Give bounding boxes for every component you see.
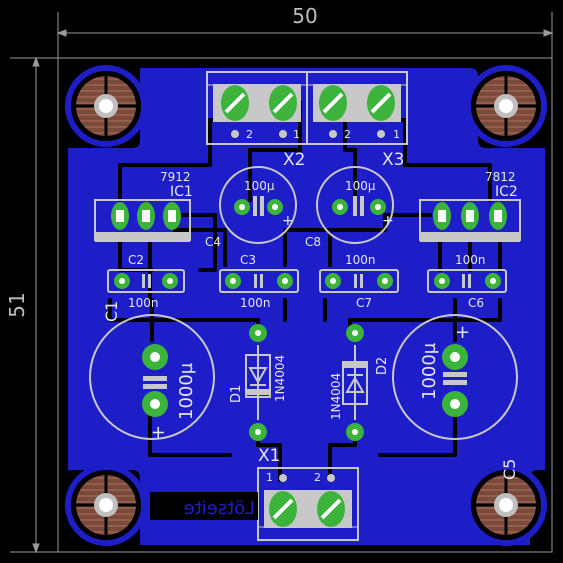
ic1-label: IC1 xyxy=(170,184,193,200)
c2-value: 100n xyxy=(128,296,159,310)
connector-x1: 1 2 xyxy=(257,467,359,541)
d2-value: 1N4004 xyxy=(329,373,343,420)
c6-label: C6 xyxy=(468,296,484,310)
connector-x3: 2 1 xyxy=(306,71,408,145)
regulator-ic1 xyxy=(94,199,191,242)
x3-pin1: 1 xyxy=(393,128,400,141)
capacitor-c3 xyxy=(219,269,299,293)
c8-label: C8 xyxy=(305,235,321,249)
c3-value: 100n xyxy=(240,296,271,310)
capacitor-c1: + xyxy=(89,314,215,440)
c8-value: 100µ xyxy=(345,179,376,193)
capacitor-c7 xyxy=(319,269,399,293)
c1-value: 1000µ xyxy=(176,362,197,420)
dimension-height xyxy=(10,56,58,554)
svg-text:+: + xyxy=(282,213,294,229)
c5-label: C5 xyxy=(500,459,519,480)
capacitor-c6 xyxy=(427,269,507,293)
x1-pin2: 2 xyxy=(314,471,321,484)
x1-pin1: 1 xyxy=(266,471,273,484)
c7-label: C7 xyxy=(356,296,372,310)
dimension-width xyxy=(56,12,554,58)
ic1-value: 7912 xyxy=(160,170,191,184)
capacitor-c2 xyxy=(107,269,185,293)
x3-pin2: 2 xyxy=(344,128,351,141)
capacitor-c8: + xyxy=(316,166,394,244)
regulator-ic2 xyxy=(419,199,521,242)
x2-pin1: 1 xyxy=(293,128,300,141)
copper-pour xyxy=(68,68,545,545)
diode-d1 xyxy=(245,324,271,441)
capacitor-c5: + xyxy=(392,314,518,440)
c4-value: 100µ xyxy=(244,179,275,193)
svg-text:+: + xyxy=(455,322,470,343)
c2-label: C2 xyxy=(128,253,144,267)
d1-value: 1N4004 xyxy=(273,355,287,402)
connector-x2: 2 1 xyxy=(206,71,308,145)
capacitor-c4: + xyxy=(219,166,297,244)
svg-text:+: + xyxy=(148,425,169,440)
x1-label: X1 xyxy=(258,446,280,466)
ic2-label: IC2 xyxy=(495,184,518,200)
d1-label: D1 xyxy=(229,385,244,403)
c6-value: 100n xyxy=(455,253,486,267)
c4-label: C4 xyxy=(205,235,221,249)
c1-label: C1 xyxy=(102,301,121,322)
c5-value: 1000µ xyxy=(419,342,440,400)
d2-label: D2 xyxy=(375,357,390,375)
solder-text-box xyxy=(150,492,258,520)
board-outline xyxy=(57,57,553,553)
mounting-holes xyxy=(65,65,547,546)
c7-value: 100n xyxy=(345,253,376,267)
height-label: 51 xyxy=(5,292,29,317)
x2-label: X2 xyxy=(283,150,305,170)
x2-pin2: 2 xyxy=(246,128,253,141)
svg-text:+: + xyxy=(382,213,394,229)
width-label: 50 xyxy=(292,4,317,28)
diode-d2 xyxy=(342,324,368,441)
solder-side-label: Lötseite xyxy=(184,498,255,519)
ic2-value: 7812 xyxy=(485,170,516,184)
c3-label: C3 xyxy=(240,253,256,267)
x3-label: X3 xyxy=(382,150,404,170)
